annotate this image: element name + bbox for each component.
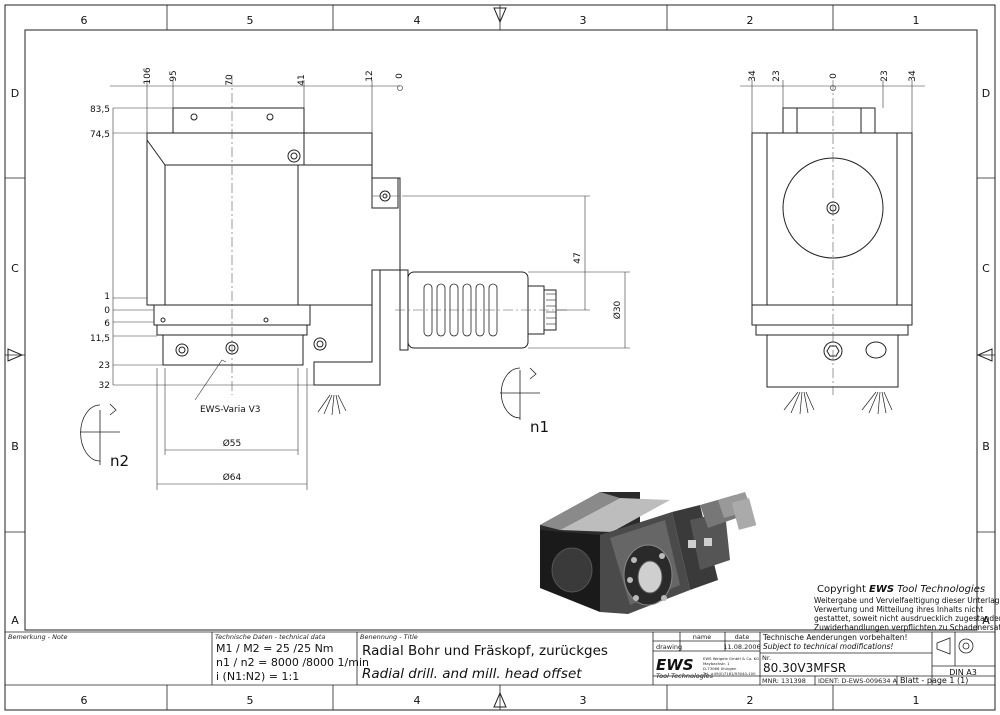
dimension-label: 23: [99, 361, 110, 371]
company-line: Tel. +49(0)7161/93040-100: [702, 671, 756, 676]
dimension-label: 34: [908, 70, 918, 82]
dim-47: 47: [573, 252, 583, 263]
ident-number: IDENT: D-EWS-009634 A: [818, 677, 898, 685]
n2-label: n2: [110, 452, 129, 470]
center-mark-right: [976, 348, 993, 362]
sheet-info: Blatt - page 1 (1): [900, 676, 968, 685]
dim-d64: Ø64: [223, 472, 242, 483]
frame-column-label: 6: [81, 694, 88, 707]
frame-column-label: 4: [414, 694, 421, 707]
frame-column-label: 5: [247, 14, 254, 27]
copyright-line: Zuwiderhandlungen verpflichten zu Schade…: [814, 623, 1000, 632]
title-german: Radial Bohr und Fräskopf, zurückges: [362, 643, 608, 659]
frame-column-label: 3: [580, 14, 587, 27]
dimension-label: 1: [104, 292, 110, 302]
paper-format: DIN A3: [949, 668, 977, 677]
company-line: EWS Weigele GmbH & Co. KG: [703, 656, 759, 661]
isometric-render: [540, 492, 757, 614]
tech-line-speed: n1 / n2 = 8000 /8000 1/min: [216, 656, 369, 669]
title-english: Radial drill. and mill. head offset: [362, 666, 582, 682]
frame-column-label: 2: [747, 14, 754, 27]
frame-column-label: 6: [81, 14, 88, 27]
frame-column-label: 1: [913, 694, 920, 707]
changes-english: Subject to technical modifications!: [763, 642, 893, 651]
ews-logo: EWS: [656, 656, 694, 674]
frame-row-label: A: [982, 614, 990, 627]
frame-row-label: D: [11, 87, 19, 100]
rotation-n2-symbol: [80, 403, 120, 465]
copyright-prefix: Copyright: [817, 584, 869, 595]
title-block: [5, 631, 995, 686]
copyright-brand: EWS: [869, 584, 894, 595]
frame-row-label: D: [982, 87, 990, 100]
n1-label: n1: [530, 418, 549, 436]
side-view: [146, 107, 557, 416]
center-mark-left: [7, 348, 24, 362]
nr-label: Nr.: [762, 654, 771, 662]
dimension-label: 70: [225, 74, 235, 86]
col-name-header: name: [693, 633, 711, 641]
dim-d30: Ø30: [612, 300, 623, 319]
dimension-label: 6: [104, 319, 110, 329]
frame-column-label: 1: [913, 14, 920, 27]
projection-symbol: [936, 637, 974, 655]
copyright-suffix: Tool Technologies: [894, 584, 985, 595]
copyright-block: Copyright EWS Tool Technologies Weiterga…: [814, 584, 1000, 632]
part-number: 80.30V3MFSR: [763, 661, 846, 675]
ews-logo-sub: Tool Technologies: [656, 672, 714, 680]
tech-line-ratio: i (N1:N2) = 1:1: [216, 670, 299, 683]
remark-label: Bemerkung - Note: [8, 633, 67, 641]
tech-line-torque: M1 / M2 = 25 /25 Nm: [216, 642, 334, 655]
drawing-date: 11.08.2006: [723, 643, 760, 651]
dimension-label: 41: [297, 74, 307, 85]
copyright-line: Verwertung und Mitteilung ihres Inhalts …: [814, 605, 983, 614]
rotation-n1-symbol: [500, 367, 540, 420]
center-mark-bottom: [493, 691, 507, 708]
row-drawing: drawing: [656, 643, 682, 651]
copyright-line: Weitergabe und Vervielfaeltigung dieser …: [814, 596, 1000, 605]
frame-column-label: 2: [747, 694, 754, 707]
svg-text:Copyright EWS Tool Technologie: Copyright EWS Tool Technologies: [817, 584, 985, 595]
tech-data-label: Technische Daten - technical data: [215, 633, 325, 641]
title-label: Benennung - Title: [360, 633, 418, 641]
company-line: Maybachstr. 1: [703, 661, 730, 666]
dimension-label: 23: [772, 70, 782, 81]
changes-german: Technische Aenderungen vorbehalten!: [762, 633, 908, 642]
company-line: D-73066 Uhingen: [703, 666, 737, 671]
dimension-label: 106: [143, 67, 153, 84]
frame-column-label: 5: [247, 694, 254, 707]
col-date-header: date: [735, 633, 750, 641]
frame-row-label: C: [11, 262, 19, 275]
dimension-label: 95: [169, 70, 179, 81]
frame-row-label: A: [11, 614, 19, 627]
dimension-label: 12: [365, 70, 375, 81]
dimension-label: 0: [104, 306, 110, 316]
dimension-label: 11,5: [90, 334, 110, 344]
dimension-label: 34: [748, 70, 758, 82]
inner-frame: [24, 29, 978, 631]
frame-row-label: C: [982, 262, 990, 275]
dimension-label: 74,5: [90, 130, 110, 140]
dimension-label: 83,5: [90, 105, 110, 115]
frame-row-label: B: [11, 440, 19, 453]
dimension-label: 0: [829, 73, 839, 79]
frame-row-label: B: [982, 440, 990, 453]
frame-column-label: 4: [414, 14, 421, 27]
frame-column-label: 3: [580, 694, 587, 707]
dimension-label: 23: [880, 70, 890, 81]
dim-d55: Ø55: [223, 438, 242, 449]
mnr-number: MNR: 131398: [762, 677, 806, 685]
varia-label: EWS-Varia V3: [200, 405, 260, 415]
center-mark-top: [493, 7, 507, 24]
dimension-label: 0: [395, 73, 405, 79]
dimension-label: 32: [99, 381, 110, 391]
front-view: [751, 107, 913, 415]
copyright-line: gestattet, soweit nicht ausdruecklich zu…: [814, 614, 1000, 623]
